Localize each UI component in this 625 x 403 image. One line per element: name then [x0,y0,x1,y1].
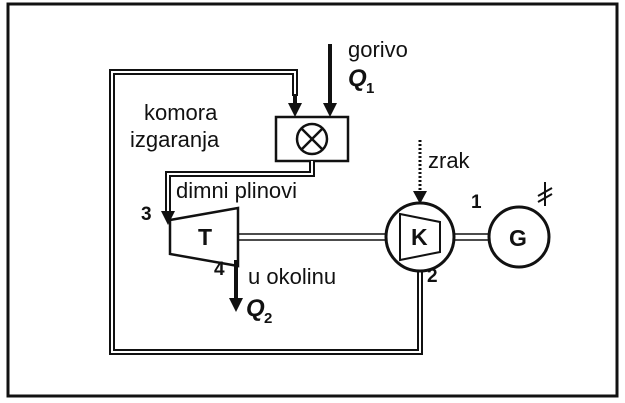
compressor-label: K [411,224,428,250]
fuel-label: gorivo [348,37,408,62]
point-2-label: 2 [427,266,438,287]
exhaust-label: u okolinu [248,264,336,289]
flue-gas-label: dimni plinovi [176,178,297,203]
combustor-label-line2: izgaranja [130,127,220,152]
flue-gas-line-inner [167,161,313,212]
air-inlet-arrowhead [413,191,427,204]
generator-tick-a [537,187,553,197]
q1-symbol: Q [348,65,367,92]
generator-circle [487,205,551,269]
cycle-loop-line-inner [111,71,421,353]
flue-gas-arrowhead [161,211,175,225]
combustor-label-line1: komora [144,100,218,125]
loop-inlet-arrowhead [288,103,302,117]
point-1-label: 1 [471,192,482,213]
burner-cross-b [300,127,324,151]
q1-subscript: 1 [366,80,374,97]
slide-border [6,2,619,398]
q2-symbol: Q [246,295,265,322]
point-3-label: 3 [141,204,152,225]
fuel-arrowhead [323,103,337,117]
q2-subscript: 2 [264,310,272,327]
air-label: zrak [428,148,471,173]
compressor-inner-shape [399,212,441,262]
turbine-label: T [198,224,212,250]
generator-tick-b [537,193,553,203]
generator-label: G [509,225,527,251]
exhaust-arrowhead [229,298,243,312]
point-4-label: 4 [214,259,225,280]
